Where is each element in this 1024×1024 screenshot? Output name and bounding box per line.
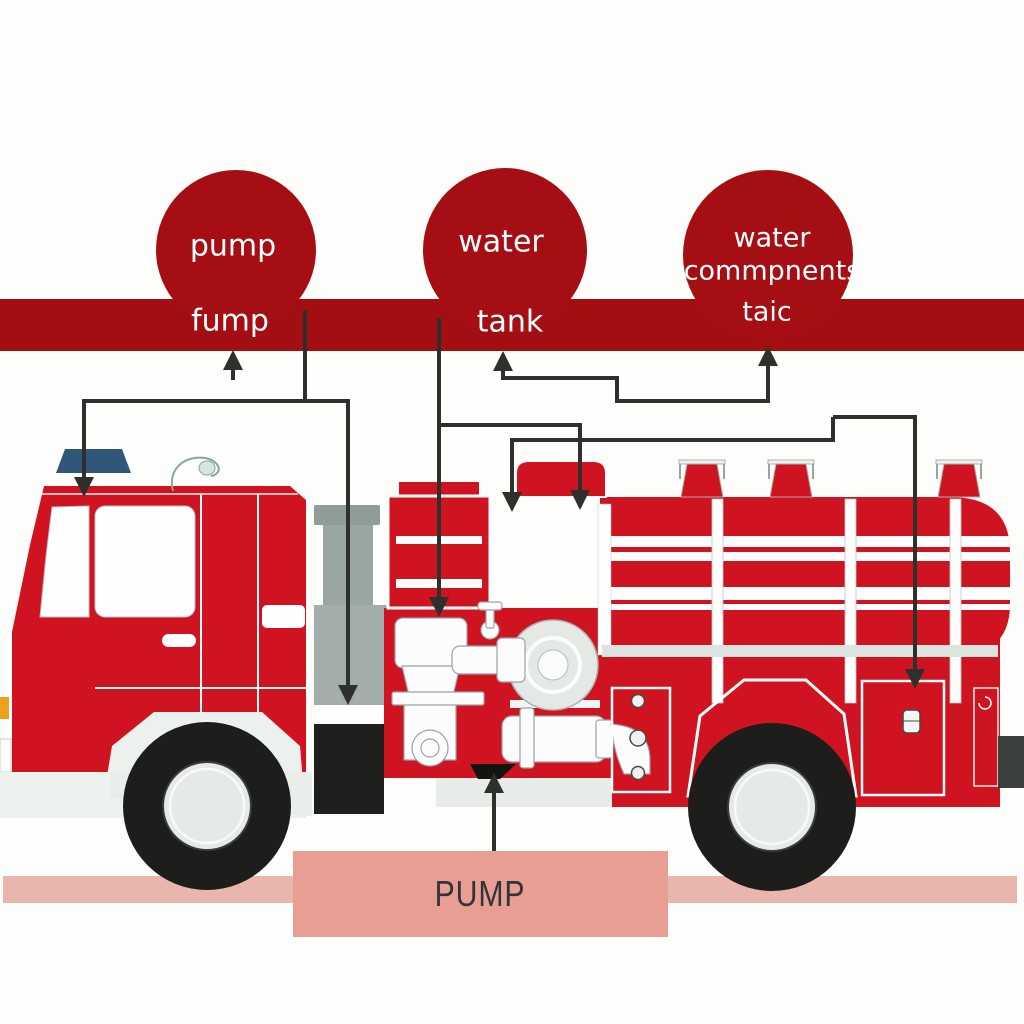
pump-caption-label: PUMP bbox=[435, 873, 526, 914]
bubble-pump bbox=[156, 170, 316, 330]
arrow-to-step-icon bbox=[305, 399, 358, 705]
bubble-components-circle-label-line2: commpnents bbox=[683, 255, 861, 287]
bubble-components-circle-label-line1: water bbox=[733, 222, 811, 254]
hose-reel bbox=[507, 619, 600, 711]
emergency-light-bar bbox=[56, 449, 131, 473]
exhaust-stack bbox=[314, 505, 394, 705]
step-box bbox=[314, 724, 384, 814]
side-compartments bbox=[610, 678, 1024, 798]
compartment-latch bbox=[902, 709, 921, 734]
bubble-water-tank bbox=[423, 168, 587, 332]
bubble-water-circle-label: water bbox=[458, 224, 544, 260]
tank-filler-cap bbox=[935, 459, 983, 498]
louver-panel bbox=[386, 480, 492, 610]
water-tank-body bbox=[515, 459, 1010, 704]
bubble-water-components bbox=[683, 170, 853, 340]
rear-hitch bbox=[998, 736, 1024, 788]
bubble-pump-circle-label: pump bbox=[189, 228, 277, 264]
arrow-up-components-label-icon bbox=[617, 346, 778, 403]
bubble-water-band-label: tank bbox=[476, 304, 544, 340]
front-marker-light bbox=[0, 697, 9, 719]
bubble-components-band-label: taic bbox=[742, 296, 792, 328]
bubble-pump-band-label: fump bbox=[191, 303, 269, 339]
truck-body bbox=[384, 608, 1000, 807]
rear-wheel bbox=[688, 723, 856, 891]
tank-filler-cap bbox=[678, 459, 726, 498]
mirror-arm bbox=[170, 456, 220, 492]
arrow-to-tank-front-icon bbox=[439, 423, 590, 510]
arrow-up-tank-label-icon bbox=[493, 351, 768, 403]
door-handle bbox=[162, 634, 196, 647]
pump-caption-box: PUMP bbox=[293, 851, 668, 937]
front-wheel bbox=[123, 722, 291, 890]
truck-cab bbox=[0, 449, 312, 818]
front-bumper bbox=[0, 772, 110, 818]
connector-arrows bbox=[74, 310, 925, 851]
arrow-to-tank-top-icon bbox=[502, 417, 835, 512]
fire-truck-illustration bbox=[0, 449, 1024, 891]
pump-machinery bbox=[391, 601, 651, 779]
tank-filler-cap bbox=[767, 459, 815, 498]
arrow-to-rear-compartment-icon bbox=[833, 415, 925, 689]
headlight bbox=[0, 738, 12, 773]
